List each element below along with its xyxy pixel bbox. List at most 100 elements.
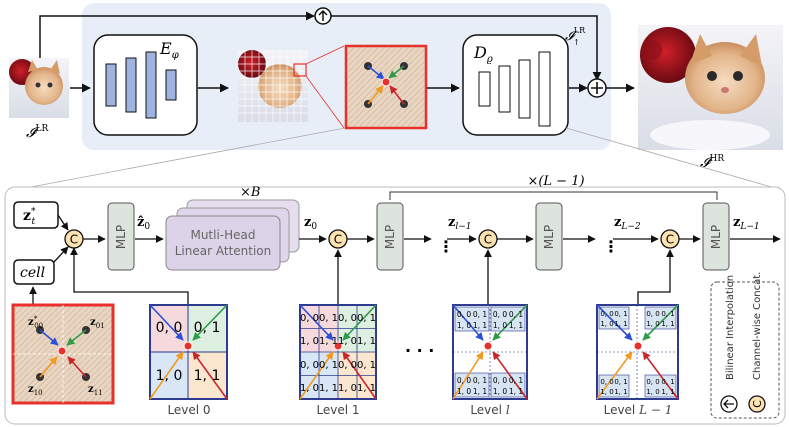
svg-text:C: C [751,400,764,408]
cell-to-concat-arrow [53,246,69,263]
svg-text:0, 0: 0, 0 [493,376,508,385]
patch-z11-label: z11 [88,384,103,397]
legend-concat-label: Channel-wise Concat. [752,272,763,380]
upsample-label: 𝓘LR↑ [565,26,586,47]
svg-text:1, 0: 1, 0 [600,388,613,396]
level0-cell-00: 0, 0 [156,320,183,336]
attention-label-line1: Mutli-Head [190,228,255,242]
levelL-caption: Level L − 1 [604,403,673,417]
svg-text:1, 1: 1, 1 [661,388,674,396]
svg-text:1, 0: 1, 0 [646,320,659,328]
levell-caption: Level l [470,403,510,417]
mlp-block-3: MLP [535,202,563,271]
svg-text:0, 1: 0, 1 [661,378,674,386]
input-lr-image [9,58,69,118]
svg-text:0, 0: 0, 0 [646,310,659,318]
levels-ellipsis: · · · [405,341,434,360]
svg-text:0, 0: 0, 0 [338,313,357,324]
svg-text:0, 1: 0, 1 [614,310,627,318]
svg-text:0, 0: 0, 0 [300,313,319,324]
svg-text:0, 1: 0, 1 [509,376,524,385]
concat-node-3: C [478,229,498,249]
level0-cell-11: 1, 1 [194,368,221,384]
svg-text:1, 1: 1, 1 [509,387,524,396]
svg-text:0, 0: 0, 0 [457,376,472,385]
level0-grid [149,304,228,400]
mlp-block-2: MLP [376,202,404,271]
z0-hat-label: ẑ0 [137,215,150,232]
svg-text:0, 1: 0, 1 [473,376,488,385]
input-lr-label: 𝓘LR [26,124,48,141]
decoder-block [462,34,569,136]
svg-text:1, 0: 1, 0 [493,321,508,330]
level1-grid [299,304,377,400]
svg-text:1, 0: 1, 0 [300,383,319,394]
repeat-b-label: ×B [240,185,260,200]
legend-bilinear-label: Bilinear Interpolation [725,275,736,380]
svg-text:0, 1: 0, 1 [319,313,338,324]
zl1-label: zl−1 [448,215,472,232]
svg-text:1, 1: 1, 1 [357,383,376,394]
attention-label-line2: Linear Attention [175,244,272,258]
zoomed-patch-top [344,44,428,130]
svg-text:1, 1: 1, 1 [473,387,488,396]
concat-node-4: C [660,229,680,249]
svg-text:1, 0: 1, 0 [600,320,613,328]
output-hr-label: 𝓘HR [700,154,724,171]
svg-text:0, 1: 0, 1 [319,360,338,371]
patch-z00-label: z*00 [28,315,43,330]
svg-text:1, 1: 1, 1 [661,320,674,328]
svg-text:MLP: MLP [542,225,556,249]
mlp-block-4: MLP [702,202,730,271]
svg-text:1, 1: 1, 1 [473,321,488,330]
zL1-label: zL−1 [733,215,760,232]
svg-text:MLP: MLP [709,225,723,249]
level0-cell-10: 1, 0 [156,368,183,384]
decoder-label: Dϱ [473,43,493,65]
svg-text:1, 0: 1, 0 [457,321,472,330]
encoder-block [93,34,198,136]
vertical-dots-1: ⋮ [438,237,454,256]
gridded-feature-image [238,50,308,122]
upsample-to-sum-line [331,15,602,81]
svg-text:0, 0: 0, 0 [600,310,613,318]
svg-text:0, 1: 0, 1 [473,310,488,319]
svg-text:1, 0: 1, 0 [646,388,659,396]
svg-text:C: C [666,233,674,247]
repeat-levels-label: ×(L − 1) [527,174,584,189]
svg-text:0, 1: 0, 1 [357,360,376,371]
svg-text:0, 1: 0, 1 [509,310,524,319]
svg-text:1, 1: 1, 1 [357,336,376,347]
encoder-label: Eφ [159,39,179,61]
svg-text:1, 0: 1, 0 [338,336,357,347]
svg-text:1, 0: 1, 0 [493,387,508,396]
svg-text:1, 1: 1, 1 [319,336,338,347]
svg-text:1, 0: 1, 0 [457,387,472,396]
svg-text:1, 0: 1, 0 [338,383,357,394]
svg-text:0, 0: 0, 0 [493,310,508,319]
legend-concat-icon: C [748,395,766,413]
svg-text:0, 0: 0, 0 [300,360,319,371]
level1-caption: Level 1 [316,403,359,417]
svg-text:1, 0: 1, 0 [300,336,319,347]
svg-text:C: C [334,233,342,247]
legend-bilinear-icon [720,395,738,413]
vertical-dots-2: ⋮ [603,237,619,256]
concat-node-2: C [328,229,348,249]
skip-connection-line [39,11,315,58]
levell-grid [452,304,528,400]
connector-left [14,127,346,191]
svg-text:0, 1: 0, 1 [661,310,674,318]
z-star-label: z*t [23,207,36,227]
svg-text:0, 0: 0, 0 [457,310,472,319]
svg-text:0, 1: 0, 1 [357,313,376,324]
mlp-block-1: MLP [107,202,135,271]
svg-text:0, 0: 0, 0 [600,378,613,386]
legend-box [710,281,780,419]
svg-text:1, 1: 1, 1 [509,321,524,330]
patch-z10-label: z10 [28,384,43,397]
connector-right [565,127,783,191]
